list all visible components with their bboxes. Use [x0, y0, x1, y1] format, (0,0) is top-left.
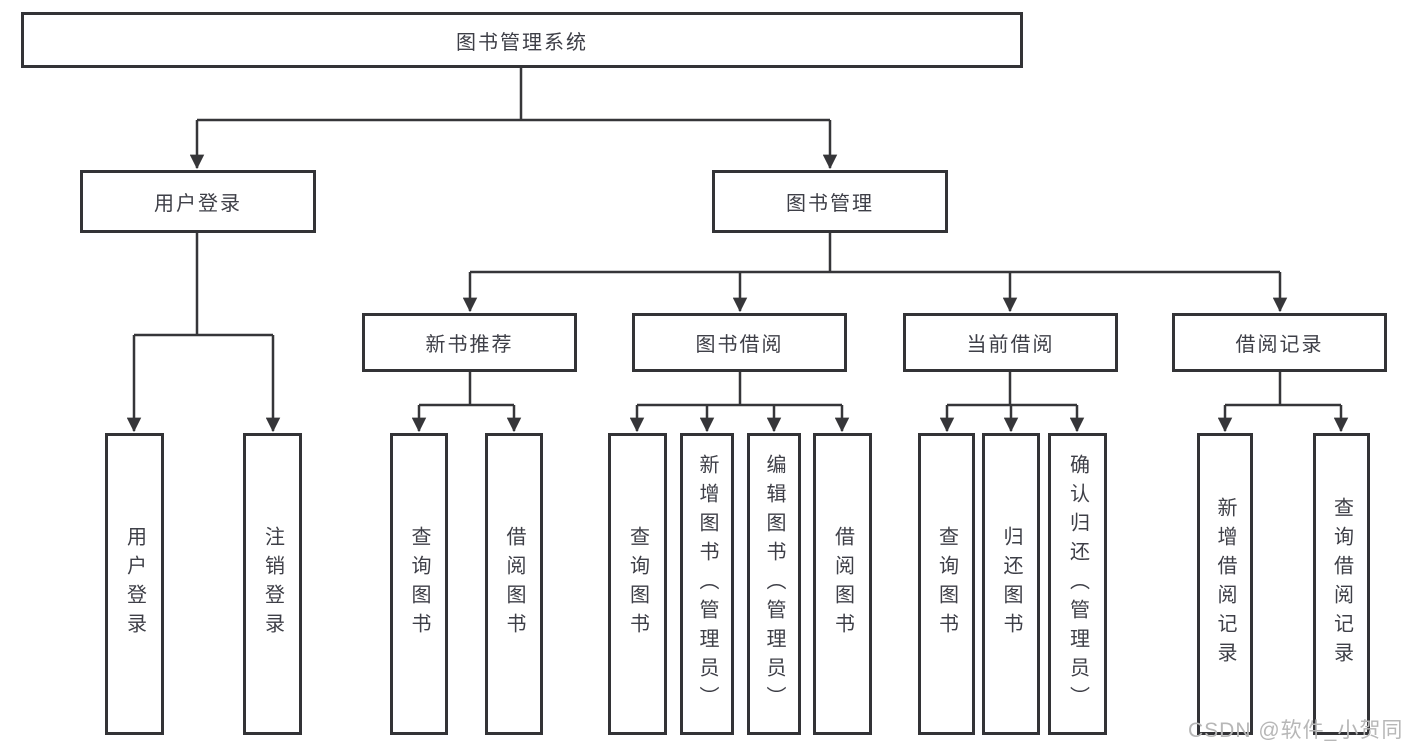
- leaf-add-books-admin: 新增图书（管理员）: [680, 433, 734, 735]
- node-user-login: 用户登录: [80, 170, 316, 233]
- leaf-query-books-current: 查询图书: [918, 433, 975, 735]
- node-library-system: 图书管理系统: [21, 12, 1023, 68]
- leaf-return-books: 归还图书: [982, 433, 1040, 735]
- node-current-borrow: 当前借阅: [903, 313, 1118, 372]
- node-new-book-recommend: 新书推荐: [362, 313, 577, 372]
- node-book-management: 图书管理: [712, 170, 948, 233]
- leaf-confirm-return-admin: 确认归还（管理员）: [1048, 433, 1107, 735]
- leaf-query-books-borrow: 查询图书: [608, 433, 667, 735]
- leaf-user-login: 用户登录: [105, 433, 164, 735]
- leaf-query-books-recommend: 查询图书: [390, 433, 448, 735]
- node-borrow-records: 借阅记录: [1172, 313, 1387, 372]
- leaf-add-borrow-record: 新增借阅记录: [1197, 433, 1253, 735]
- leaf-borrow-books-recommend: 借阅图书: [485, 433, 543, 735]
- node-book-borrow: 图书借阅: [632, 313, 847, 372]
- leaf-edit-books-admin: 编辑图书（管理员）: [747, 433, 801, 735]
- leaf-borrow-books: 借阅图书: [813, 433, 872, 735]
- leaf-query-borrow-record: 查询借阅记录: [1313, 433, 1370, 735]
- leaf-logout: 注销登录: [243, 433, 302, 735]
